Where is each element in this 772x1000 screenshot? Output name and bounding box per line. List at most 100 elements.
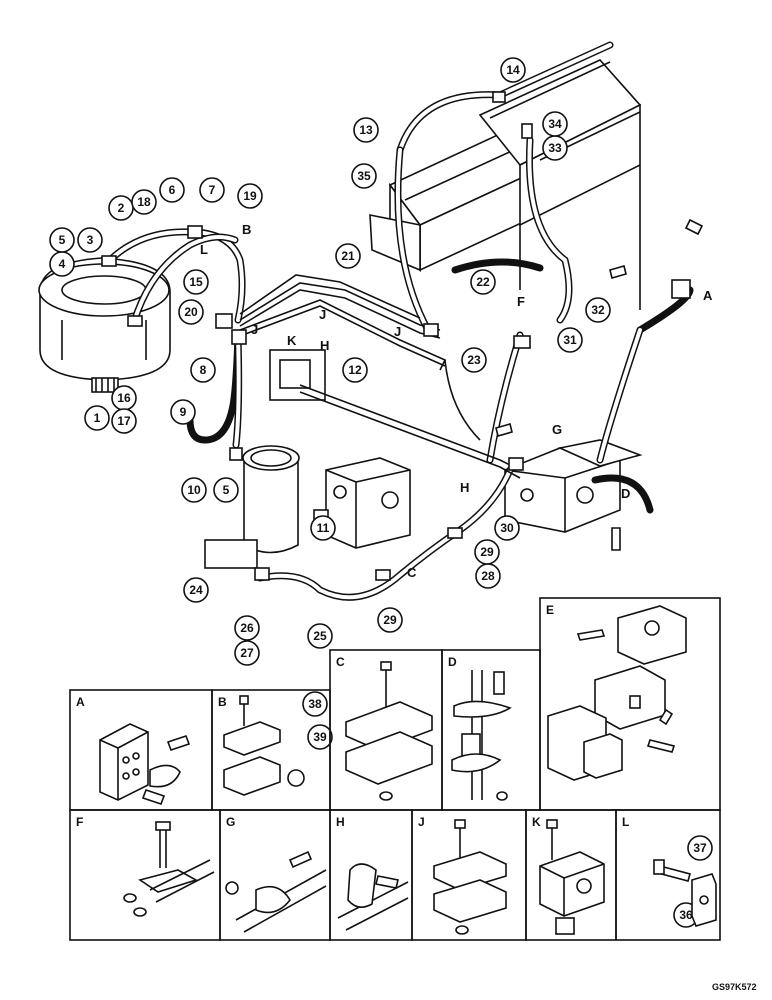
callout-c6: 6	[159, 177, 185, 203]
reference-letter-lH1: H	[320, 338, 329, 353]
inset-label-h: H	[336, 815, 345, 829]
callout-c3: 3	[77, 227, 103, 253]
callout-number: 7	[209, 183, 216, 197]
callout-c16: 16	[111, 385, 137, 411]
callout-number: 4	[59, 257, 66, 271]
callout-c23: 23	[461, 347, 487, 373]
inset-label-a: A	[76, 695, 85, 709]
suction-strainer-housing	[38, 257, 171, 393]
hose-lines	[104, 41, 694, 601]
callout-number: 28	[481, 569, 495, 583]
callout-circle	[307, 724, 333, 750]
callout-number: 25	[313, 629, 327, 643]
callout-circle	[213, 477, 239, 503]
callout-number: 9	[180, 405, 187, 419]
reference-letter-lA: A	[703, 288, 713, 303]
callout-circle	[131, 189, 157, 215]
callout-c8: 8	[190, 357, 216, 383]
callout-number: 26	[240, 621, 254, 635]
callout-number: 8	[200, 363, 207, 377]
callout-c1: 1	[84, 405, 110, 431]
callout-circle	[470, 269, 496, 295]
callout-c39: 39	[307, 724, 333, 750]
reference-letter-lG: G	[552, 422, 562, 437]
callout-number: 13	[359, 123, 373, 137]
inset-h-drawing	[337, 863, 409, 931]
callout-circle	[461, 347, 487, 373]
inset-label-g: G	[226, 815, 235, 829]
callout-circle	[183, 577, 209, 603]
reference-letter-lL: L	[200, 242, 208, 257]
callout-number: 19	[243, 189, 257, 203]
inset-frames	[69, 597, 721, 941]
callout-circle	[474, 539, 500, 565]
callout-circle	[377, 607, 403, 633]
reference-letter-lJ2: J	[319, 307, 326, 322]
callout-circle	[178, 299, 204, 325]
callout-c29b: 29	[377, 607, 403, 633]
callout-circle	[307, 623, 333, 649]
callout-circle	[494, 515, 520, 541]
callout-c19: 19	[237, 183, 263, 209]
callout-circle	[542, 111, 568, 137]
callout-circle	[77, 227, 103, 253]
callout-number: 38	[308, 697, 322, 711]
inset-label-d: D	[448, 655, 457, 669]
reference-letter-lF: F	[517, 294, 525, 309]
callout-c25: 25	[307, 623, 333, 649]
callout-c18: 18	[131, 189, 157, 215]
callout-circle	[585, 297, 611, 323]
callout-number: 36	[679, 908, 693, 922]
callout-number: 5	[59, 233, 66, 247]
callout-number: 30	[500, 521, 514, 535]
callout-number: 16	[117, 391, 131, 405]
callout-circle	[310, 515, 336, 541]
callout-c22: 22	[470, 269, 496, 295]
callout-number: 33	[548, 141, 562, 155]
callout-number: 23	[467, 353, 481, 367]
callout-circle	[199, 177, 225, 203]
callout-circle	[237, 183, 263, 209]
callout-c2: 2	[108, 195, 134, 221]
callout-number: 3	[87, 233, 94, 247]
callout-number: 35	[357, 169, 371, 183]
return-filter	[204, 445, 300, 569]
callout-c24: 24	[183, 577, 209, 603]
callout-c13: 13	[353, 117, 379, 143]
reference-letter-lC: C	[407, 565, 417, 580]
reference-code: GS97K572	[712, 982, 757, 992]
inset-label-j: J	[418, 815, 425, 829]
inset-label-f: F	[76, 815, 83, 829]
inset-labels: A B C D E F G H J K L	[76, 603, 629, 829]
callout-number: 32	[591, 303, 605, 317]
inset-b-drawing	[223, 695, 305, 796]
callout-circle	[170, 399, 196, 425]
callout-number: 37	[693, 841, 707, 855]
reference-letter-lK: K	[287, 333, 297, 348]
callout-number: 1	[94, 411, 101, 425]
callout-c35: 35	[351, 163, 377, 189]
callout-circle	[351, 163, 377, 189]
callout-c20: 20	[178, 299, 204, 325]
inset-label-c: C	[336, 655, 345, 669]
callout-circle	[342, 357, 368, 383]
inset-label-k: K	[532, 815, 541, 829]
callout-c5a: 5	[49, 227, 75, 253]
callout-number: 15	[189, 275, 203, 289]
callout-number: 14	[506, 63, 520, 77]
callout-circle	[234, 640, 260, 666]
reference-letter-lJ3: J	[394, 324, 401, 339]
inset-k-drawing	[539, 819, 605, 935]
callout-circle	[190, 357, 216, 383]
rigid-pipes	[239, 274, 521, 479]
callout-c4: 4	[49, 251, 75, 277]
callout-circle	[335, 243, 361, 269]
callout-circle	[557, 327, 583, 353]
inset-e-drawing	[547, 605, 687, 781]
callout-c14: 14	[500, 57, 526, 83]
reference-letter-lD: D	[621, 486, 630, 501]
callout-number: 31	[563, 333, 577, 347]
callout-number: 21	[341, 249, 355, 263]
